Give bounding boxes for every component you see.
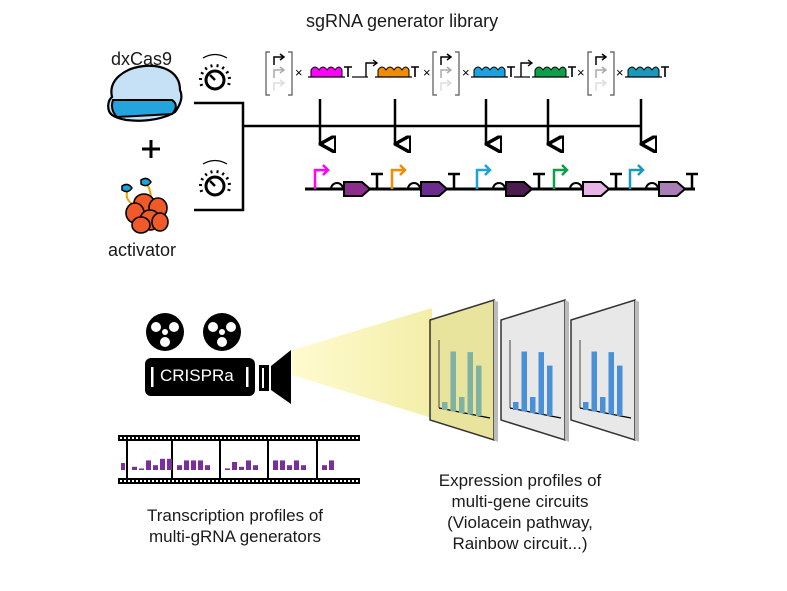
times-sign: ×	[616, 65, 624, 80]
circuit-unit	[628, 164, 698, 197]
film-bar	[198, 460, 203, 470]
dcas9-label: dxCas9	[111, 49, 173, 69]
caption-line: Rainbow circuit...)	[452, 534, 588, 553]
sgrna-part	[308, 66, 352, 78]
promoter-library-bracket	[587, 51, 615, 96]
activator-icon	[121, 177, 169, 234]
film-frame-divider	[126, 441, 128, 478]
screen-bar	[459, 397, 465, 413]
film-bar	[121, 463, 125, 470]
promoter-library-bracket	[265, 51, 293, 96]
screen-bar	[513, 402, 519, 410]
screen-bar	[467, 352, 473, 415]
caption-line: Transcription profiles of	[146, 506, 324, 525]
caption-line: Expression profiles of	[438, 471, 602, 490]
circuit-unit	[552, 164, 622, 197]
screen-bar	[476, 365, 482, 416]
times-sign: ×	[423, 65, 431, 80]
screen-bar	[450, 351, 456, 412]
film-bar	[146, 460, 151, 470]
film-bar	[294, 460, 299, 470]
film-bar	[273, 460, 278, 470]
times-sign: ×	[577, 65, 585, 80]
screen-bar	[617, 365, 623, 416]
camera-icon	[145, 313, 291, 404]
caption-line: (Violacein pathway,	[447, 513, 593, 532]
film-bar	[253, 465, 258, 470]
expression-caption: Expression profiles of multi-gene circui…	[420, 470, 620, 554]
screen-bar	[442, 402, 448, 410]
caption-line: multi-gene circuits	[451, 492, 589, 511]
film-strip	[118, 434, 360, 484]
film-bar	[322, 465, 327, 470]
library-title: sgRNA generator library	[306, 11, 499, 31]
dcas9-icon	[107, 64, 183, 122]
sgrna-part	[532, 66, 576, 78]
screen-bar	[530, 397, 536, 413]
film-bar	[191, 460, 196, 470]
film-bar	[301, 465, 306, 470]
circuit-unit	[313, 164, 383, 197]
expression-screens	[429, 298, 639, 442]
times-sign: ×	[295, 65, 303, 80]
film-bar	[205, 465, 210, 470]
film-bar	[329, 460, 334, 470]
sgrna-part	[375, 66, 419, 78]
camera-label: CRISPRa	[160, 366, 234, 385]
film-bar	[160, 458, 165, 470]
screen-bar	[538, 352, 544, 415]
screen-bar	[600, 397, 606, 413]
film-bar	[153, 465, 158, 470]
circuit-unit	[475, 164, 545, 197]
screen-bar	[521, 351, 527, 412]
film-bar	[184, 460, 189, 470]
promoter-library-bracket	[432, 51, 460, 96]
library-arrows	[320, 99, 641, 144]
film-frame-divider	[316, 441, 318, 478]
film-frame-divider	[219, 441, 221, 478]
film-bar	[177, 465, 182, 470]
times-sign: ×	[462, 65, 470, 80]
screen-bar	[547, 365, 553, 416]
film-bar	[287, 465, 292, 470]
transcription-caption: Transcription profiles of multi-gRNA gen…	[130, 505, 340, 547]
film-sprocket-band	[118, 478, 360, 484]
film-bar	[167, 458, 172, 470]
sgrna-part	[471, 66, 515, 78]
projector-beam	[292, 308, 432, 418]
caption-line: multi-gRNA generators	[149, 527, 321, 546]
screen-bar	[591, 351, 597, 412]
expression-screen	[429, 298, 498, 442]
dcas9-dial-icon[interactable]	[198, 53, 231, 91]
film-bar	[139, 468, 144, 470]
film-bar	[280, 460, 285, 470]
sgrna-library: × × × × ×	[265, 51, 669, 96]
film-bar	[232, 462, 237, 470]
film-bar	[246, 460, 251, 470]
expression-screen	[570, 298, 639, 442]
film-bar	[239, 466, 244, 470]
film-bar	[225, 468, 230, 470]
film-background	[118, 434, 360, 484]
activator-label: activator	[108, 240, 177, 260]
circuit-unit	[390, 164, 460, 197]
activator-dial-icon[interactable]	[198, 159, 231, 197]
expression-screen	[500, 298, 569, 442]
sgrna-part	[625, 66, 669, 78]
promoter-icon	[365, 59, 379, 77]
plus-sign	[142, 140, 160, 158]
connector-lines	[194, 101, 640, 212]
film-sprocket-band	[118, 435, 360, 441]
screen-bar	[608, 352, 614, 415]
film-bar	[132, 466, 137, 470]
film-frame-divider	[267, 441, 269, 478]
genetic-circuit	[305, 164, 698, 197]
screen-bar	[583, 402, 589, 410]
promoter-icon	[520, 59, 534, 77]
